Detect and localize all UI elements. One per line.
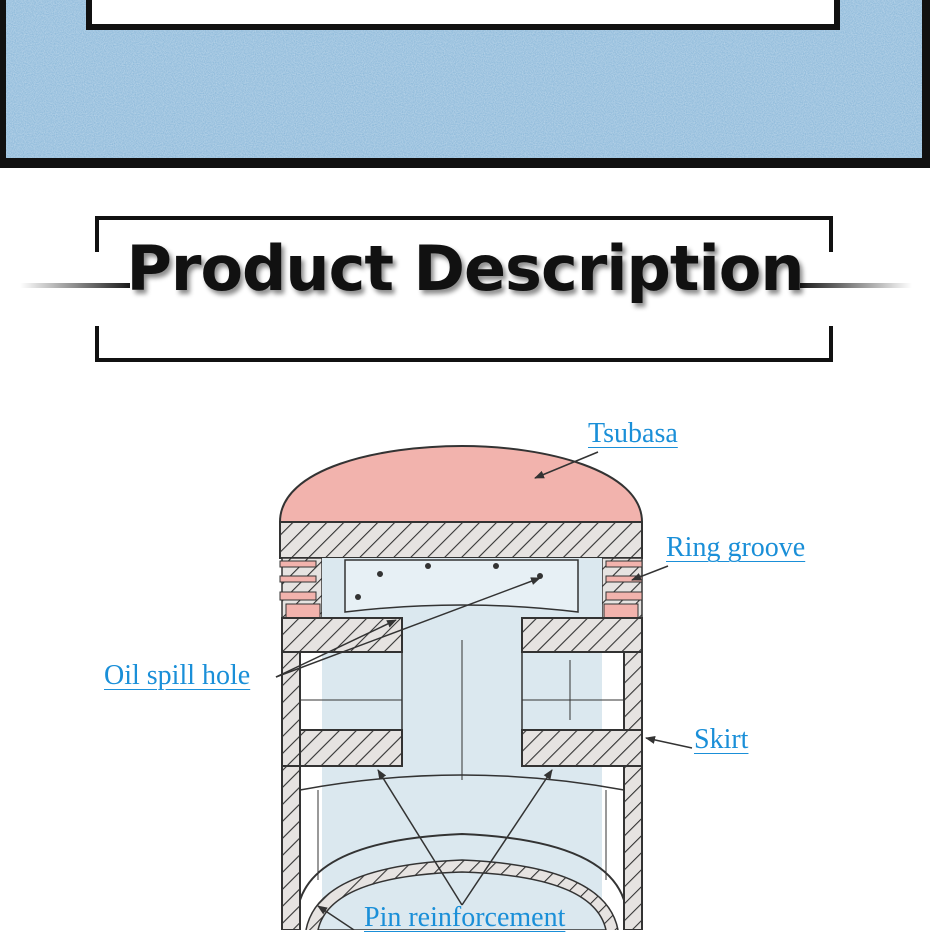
crown-hatch-band xyxy=(279,521,643,559)
label-oil-spill-hole: Oil spill hole xyxy=(104,660,251,691)
leader-lines xyxy=(275,451,693,930)
heading-frame xyxy=(20,216,912,362)
label-skirt: Skirt xyxy=(694,724,749,755)
banner-inner-box xyxy=(92,0,834,24)
label-tsubasa: Tsubasa xyxy=(588,418,678,449)
pin-boss-right xyxy=(521,617,643,653)
piston-crown xyxy=(278,444,644,523)
skirt-right-wall xyxy=(623,765,643,930)
section-title: Product Description xyxy=(126,232,804,305)
label-ring-groove: Ring groove xyxy=(666,532,806,563)
top-banner xyxy=(0,0,930,168)
oil-holes xyxy=(355,563,543,600)
pin-boss-left xyxy=(281,617,403,653)
label-pin-reinforcement: Pin reinforcement xyxy=(364,902,566,933)
piston-diagram xyxy=(275,444,693,930)
skirt-bottom-rim xyxy=(299,832,625,901)
